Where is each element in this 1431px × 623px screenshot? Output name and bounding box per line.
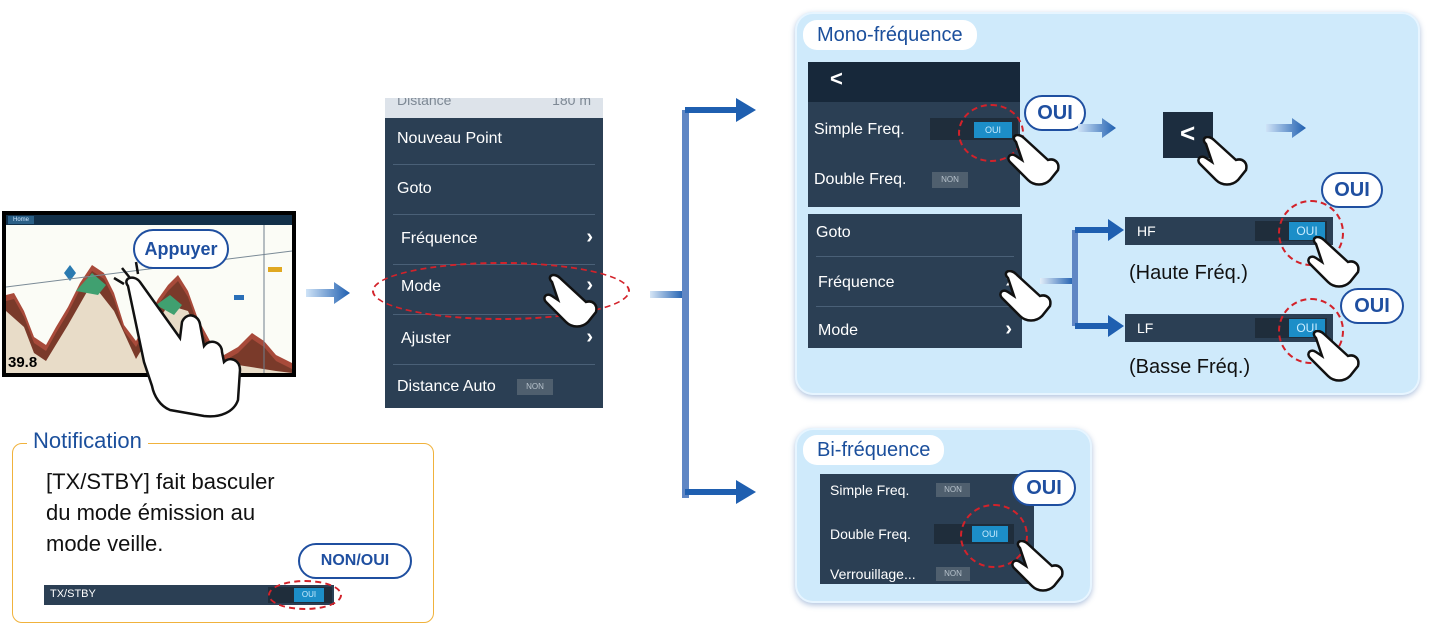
dual-oui-callout: OUI: [1012, 470, 1076, 506]
notification-text: [TX/STBY] fait basculer du mode émission…: [46, 466, 275, 559]
hand-pointer-icon: [1011, 540, 1064, 592]
tx-stby-highlight: [268, 580, 342, 610]
distance-auto-toggle[interactable]: NON: [517, 379, 553, 395]
double-freq-highlight: [960, 504, 1028, 568]
lock-toggle[interactable]: NON: [936, 567, 970, 581]
oui-callout: OUI: [1024, 95, 1086, 131]
sounder-toolbar: Home: [6, 215, 292, 225]
menu-item-label: Nouveau Point: [397, 130, 502, 147]
hand-pointer-icon: [1307, 330, 1360, 382]
hf-label: HF: [1137, 223, 1156, 239]
depth-readout: 39.8: [8, 354, 38, 371]
frequency-submenu: Goto Fréquence › Mode ›: [808, 214, 1022, 348]
menu-item-frequence[interactable]: Fréquence ›: [808, 270, 1022, 300]
menu-item-label: Goto: [816, 224, 851, 241]
double-freq-toggle[interactable]: NON: [932, 172, 968, 188]
hf-oui-callout: OUI: [1321, 172, 1383, 208]
simple-freq-highlight: [958, 104, 1024, 162]
hand-pointer-icon: [1197, 136, 1248, 186]
menu-item-label: Simple Freq.: [830, 482, 910, 498]
non-oui-callout: NON/OUI: [298, 543, 412, 579]
dual-frequency-title: Bi-fréquence: [803, 435, 945, 465]
notification-line: mode veille.: [46, 531, 164, 556]
hand-pointer-icon: [113, 261, 242, 418]
oui-callout-label: OUI: [1037, 102, 1073, 124]
oui-callout-label: OUI: [1354, 295, 1390, 317]
back-button[interactable]: <: [1163, 112, 1213, 158]
menu-item-label: Simple Freq.: [814, 121, 905, 138]
hand-pointer-icon: [1007, 134, 1060, 186]
non-oui-callout-label: NON/OUI: [320, 552, 390, 569]
menu-item-label: Fréquence: [401, 230, 478, 247]
menu-divider: [816, 306, 1014, 307]
chevron-right-icon: ›: [586, 326, 593, 348]
arrow-right-icon: [1266, 118, 1306, 138]
menu-item-mode[interactable]: Mode ›: [808, 318, 1022, 348]
menu-divider: [393, 364, 595, 365]
menu-item-ajuster[interactable]: Ajuster ›: [385, 326, 603, 358]
distance-label: Distance: [397, 98, 452, 108]
mono-frequency-menu: < Simple Freq. OUI Double Freq. NON: [808, 62, 1020, 207]
menu-item-label: Goto: [397, 180, 432, 197]
notification-line: [TX/STBY] fait basculer: [46, 469, 275, 494]
menu-item-goto[interactable]: Goto: [808, 224, 1022, 250]
menu-item-nouveau-point[interactable]: Nouveau Point: [385, 130, 603, 158]
menu-item-label: Double Freq.: [830, 526, 911, 542]
chevron-right-icon: ›: [1005, 318, 1012, 340]
hand-pointer-icon: [1307, 236, 1360, 288]
back-chevron-icon: <: [830, 66, 843, 91]
oui-callout-label: OUI: [1334, 179, 1370, 201]
menu-item-frequence[interactable]: Fréquence ›: [385, 226, 603, 258]
distance-value: 180 m: [552, 98, 591, 108]
simple-freq-toggle[interactable]: NON: [936, 483, 970, 497]
oui-callout-label: OUI: [1026, 477, 1062, 499]
mono-frequency-title: Mono-fréquence: [803, 20, 977, 50]
mode-highlight: [372, 262, 630, 320]
menu-item-label: Verrouillage...: [830, 566, 916, 582]
menu-item-label: Mode: [818, 322, 859, 339]
hand-pointer-icon: [999, 270, 1052, 322]
tx-stby-label: TX/STBY: [50, 588, 96, 600]
menu-item-label: Ajuster: [401, 330, 451, 347]
menu-divider: [393, 214, 595, 215]
menu-divider: [816, 256, 1014, 257]
chevron-right-icon: ›: [586, 226, 593, 248]
menu-item-simple-freq[interactable]: Simple Freq. NON: [820, 482, 1034, 506]
branch-arrow-connector: [650, 98, 756, 504]
branch-arrow-connector: [1040, 219, 1124, 337]
hf-caption: (Haute Fréq.): [1129, 262, 1248, 284]
hand-pointer-icon: [543, 273, 598, 328]
menu-item-label: Fréquence: [818, 274, 895, 291]
lf-oui-callout: OUI: [1340, 288, 1404, 324]
lf-caption: (Basse Fréq.): [1129, 356, 1251, 378]
menu-item-goto[interactable]: Goto: [385, 180, 603, 208]
menu-item-label: Double Freq.: [814, 171, 907, 188]
lf-label: LF: [1137, 320, 1154, 336]
menu-item-verrouillage[interactable]: Verrouillage... NON: [820, 566, 1034, 584]
back-header[interactable]: <: [808, 62, 1020, 102]
menu-divider: [393, 164, 595, 165]
tap-callout-label: Appuyer: [144, 239, 218, 259]
arrow-right-icon: [306, 282, 350, 304]
menu-item-distance: Distance 180 m: [385, 98, 603, 118]
notification-title: Notification: [27, 428, 148, 454]
main-context-menu: Distance 180 m Nouveau Point Goto Fréque…: [385, 98, 603, 408]
home-tab[interactable]: Home: [8, 216, 35, 224]
notification-line: du mode émission au: [46, 500, 256, 525]
back-chevron-icon: <: [1180, 118, 1196, 148]
menu-item-double-freq[interactable]: Double Freq. NON: [808, 168, 1020, 196]
menu-item-label: Distance Auto: [397, 378, 496, 395]
arrow-right-icon: [1078, 118, 1116, 138]
menu-item-distance-auto[interactable]: Distance Auto NON: [385, 378, 603, 406]
lf-highlight: [1278, 298, 1344, 364]
tap-callout: Appuyer: [133, 229, 229, 269]
